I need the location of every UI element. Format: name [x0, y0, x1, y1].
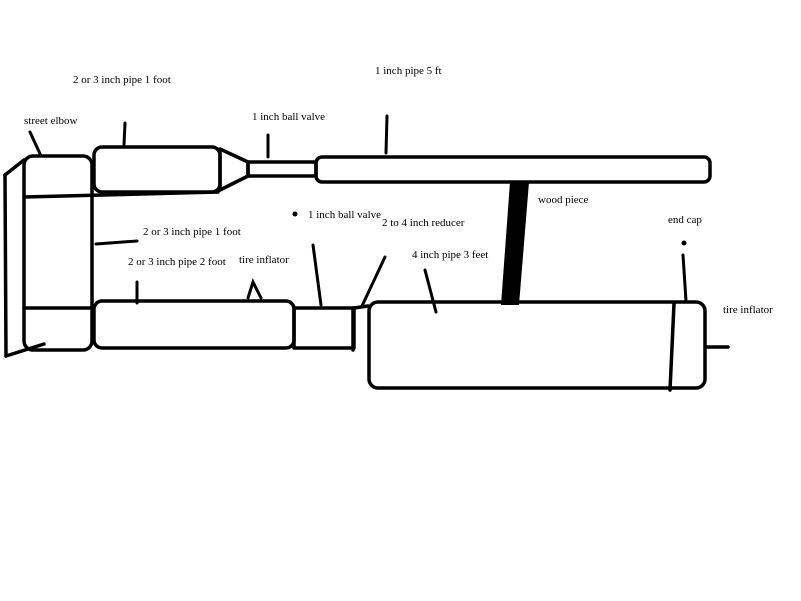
label-ball-valve-top: 1 inch ball valve — [252, 111, 325, 123]
upper-ball-valve — [246, 160, 318, 178]
upper-reducer-cone — [218, 147, 250, 192]
label-pipe-top-left: 2 or 3 inch pipe 1 foot — [73, 74, 171, 86]
lower-ball-valve — [292, 306, 356, 350]
large-pipe — [367, 300, 707, 390]
label-end-cap: end cap — [668, 214, 702, 226]
label-pipe-mid-left: 2 or 3 inch pipe 1 foot — [143, 226, 241, 238]
leader-lines — [28, 114, 688, 314]
label-pipe-top-right: 1 inch pipe 5 ft — [375, 65, 442, 77]
label-tire-inflator-left: tire inflator — [239, 254, 289, 266]
wood-piece — [501, 182, 529, 305]
label-reducer: 2 to 4 inch reducer — [382, 217, 465, 229]
label-ball-valve-mid: 1 inch ball valve — [308, 209, 381, 221]
label-pipe-bottom-left: 2 or 3 inch pipe 2 foot — [128, 256, 226, 268]
end-cap-dot — [681, 240, 687, 246]
label-street-elbow: street elbow — [24, 115, 78, 127]
end-cap-seam — [668, 302, 676, 392]
upper-short-pipe — [92, 145, 222, 194]
long-thin-pipe — [314, 155, 712, 184]
label-tire-inflator-right: tire inflator — [723, 304, 773, 316]
label-wood-piece: wood piece — [538, 194, 589, 206]
ball-valve-dot — [292, 211, 298, 217]
label-pipe-4inch: 4 inch pipe 3 feet — [412, 249, 488, 261]
lower-long-pipe — [92, 299, 296, 350]
